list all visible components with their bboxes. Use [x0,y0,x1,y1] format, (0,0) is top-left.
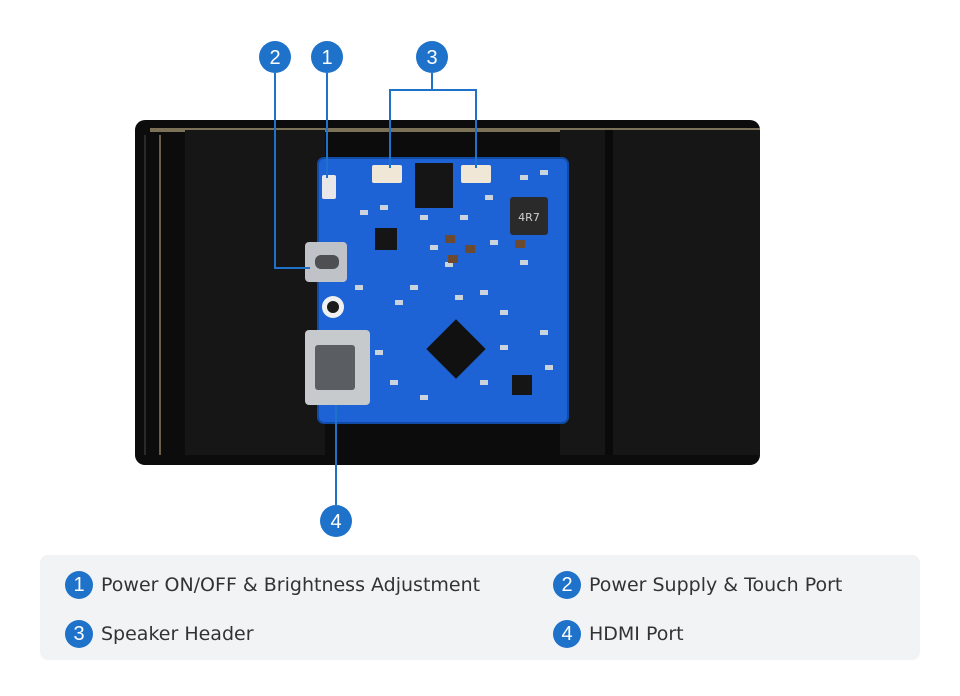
pcb-board [318,158,568,423]
ic-chip-small [375,228,397,250]
callout-badge-label: 3 [426,47,437,69]
main-chip [426,319,486,379]
legend-item-power-button: 1 Power ON/OFF & Brightness Adjustment [65,570,480,600]
ribbon-cable-right [560,130,760,455]
callout-badge-label: 4 [330,511,341,533]
callout-line-2 [274,73,310,269]
speaker-connector-left [372,165,402,183]
callout-lines [274,73,477,505]
legend-number-badge: 4 [553,620,581,648]
legend-label: Power ON/OFF & Brightness Adjustment [101,574,481,596]
panel-bezel-edge [150,128,760,132]
smd-components [355,170,553,400]
inductor-marking: 4R7 [518,211,540,224]
power-button [322,175,336,199]
callout-line-3 [389,73,433,168]
inductor [510,197,548,235]
callout-badge-label: 1 [321,47,332,69]
legend-label: Power Supply & Touch Port [589,574,843,596]
board-diagram: 4R7 2 [135,41,760,537]
ribbon-cable-left [185,130,325,455]
callout-badge-1: 1 [311,41,343,73]
hdmi-opening [315,345,355,390]
callout-badge-3: 3 [416,41,448,73]
capacitors [445,235,525,263]
legend-number-badge: 1 [65,571,93,599]
ic-chip-right [512,375,532,395]
callout-line-3b [432,89,477,168]
legend-item-hdmi-port: 4 HDMI Port [553,619,684,649]
legend-item-speaker-header: 3 Speaker Header [65,619,254,649]
mounting-hole-inner [327,301,339,313]
speaker-connector-right [461,165,491,183]
ribbon-fold [605,130,613,455]
legend-number-badge: 3 [65,620,93,648]
callout-badge-label: 2 [269,47,280,69]
ic-chip-top [415,163,453,208]
legend-label: HDMI Port [589,623,684,645]
legend-label: Speaker Header [101,623,254,645]
callout-badge-2: 2 [259,41,291,73]
pcb-shade [317,157,569,424]
usb-c-opening [315,255,339,269]
legend-item-power-supply: 2 Power Supply & Touch Port [553,570,842,600]
legend-panel: 1 Power ON/OFF & Brightness Adjustment 2… [40,555,920,660]
callout-badge-4: 4 [320,505,352,537]
legend-number-badge: 2 [553,571,581,599]
